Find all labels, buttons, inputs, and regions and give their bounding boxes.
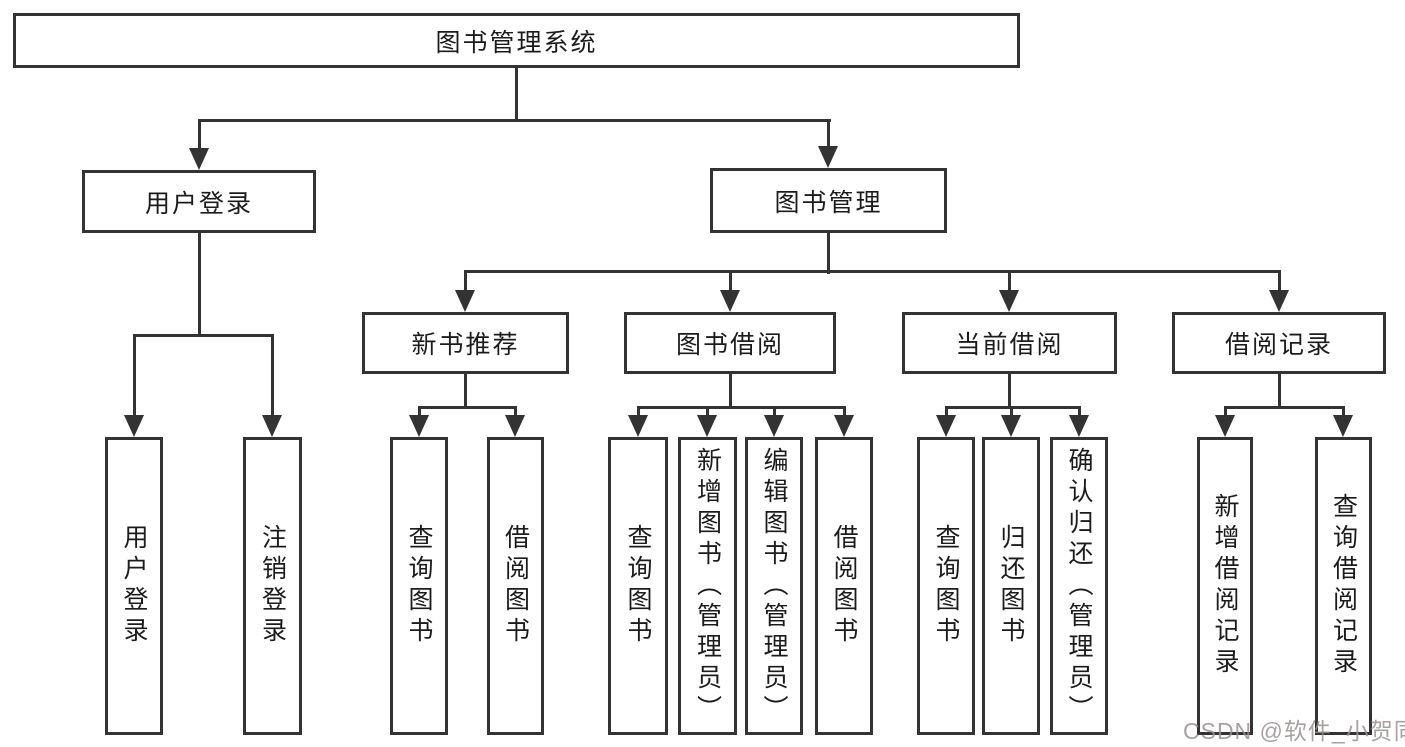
watermark-text: CSDN @软件_小贺同学 [1183,718,1405,744]
connector-leaf [1078,406,1081,417]
connector-to-leaf-user-login [133,334,136,417]
arrow-down-icon [409,415,429,437]
connector-to-leaf-logout [271,334,274,417]
connector-leaf [637,406,640,417]
arrow-down-icon [818,146,838,168]
connector-current-borrow-stem [1008,374,1011,409]
connector-to-book-management [827,119,830,148]
arrow-down-icon [697,415,717,437]
connector-borrow-records-branch [1224,406,1345,409]
node-book-management: 图书管理 [710,168,947,233]
connector-to-user-login [198,119,201,150]
connector-leaf [773,406,776,417]
connector-leaf [1224,406,1227,417]
arrow-down-icon [262,415,282,437]
arrow-down-icon [1069,415,1089,437]
connector-leaf [418,406,421,417]
arrow-down-icon [1001,415,1021,437]
leaf-query-books-borrow: 查询图书 [608,437,668,735]
arrow-down-icon [1215,415,1235,437]
leaf-borrow-books: 借阅图书 [815,437,873,735]
node-user-login: 用户登录 [82,170,316,233]
connector-leaf [514,406,517,417]
arrow-down-icon [764,415,784,437]
connector-to-borrow-records [1278,270,1281,292]
arrow-down-icon [455,290,475,312]
node-book-borrow: 图书借阅 [624,312,836,374]
arrow-down-icon [628,415,648,437]
connector-user-login-stem [198,233,201,337]
arrow-down-icon [720,290,740,312]
leaf-query-books-current: 查询图书 [917,437,975,735]
connector-new-book-stem [464,374,467,409]
connector-to-new-book [464,270,467,292]
connector-root-branch [198,119,831,122]
connector-book-management-stem [827,233,830,274]
connector-leaf [843,406,846,417]
leaf-logout-login: 注销登录 [243,437,302,735]
connector-book-management-branch [464,270,1281,273]
connector-to-current-borrow [1008,270,1011,292]
leaf-return-books: 归还图书 [982,437,1040,735]
connector-leaf [706,406,709,417]
connector-to-book-borrow [729,270,732,292]
leaf-borrow-books-recommend: 借阅图书 [487,437,544,735]
arrow-down-icon [124,415,144,437]
arrow-down-icon [1269,290,1289,312]
connector-leaf [1010,406,1013,417]
leaf-add-borrow-record: 新增借阅记录 [1197,437,1253,735]
connector-leaf [1342,406,1345,417]
connector-borrow-records-stem [1278,374,1281,409]
arrow-down-icon [999,290,1019,312]
node-library-system: 图书管理系统 [13,13,1020,68]
leaf-add-book-admin: 新增图书（管理员） [678,437,737,735]
connector-book-borrow-branch [637,406,846,409]
leaf-query-borrow-record: 查询借阅记录 [1315,437,1372,735]
leaf-user-login: 用户登录 [105,437,163,735]
connector-leaf [945,406,948,417]
leaf-edit-book-admin: 编辑图书（管理员） [745,437,803,735]
arrow-down-icon [936,415,956,437]
arrow-down-icon [189,148,209,170]
connector-current-borrow-branch [945,406,1081,409]
connector-new-book-branch [418,406,517,409]
leaf-confirm-return-admin: 确认归还（管理员） [1050,437,1108,735]
connector-root-stem [515,68,518,122]
arrow-down-icon [1333,415,1353,437]
node-borrow-records: 借阅记录 [1172,312,1386,374]
node-current-borrow: 当前借阅 [902,312,1117,374]
leaf-query-books-recommend: 查询图书 [390,437,448,735]
connector-user-login-branch [133,334,274,337]
node-new-book-recommend: 新书推荐 [362,312,569,374]
arrow-down-icon [834,415,854,437]
arrow-down-icon [505,415,525,437]
connector-book-borrow-stem [729,374,732,409]
